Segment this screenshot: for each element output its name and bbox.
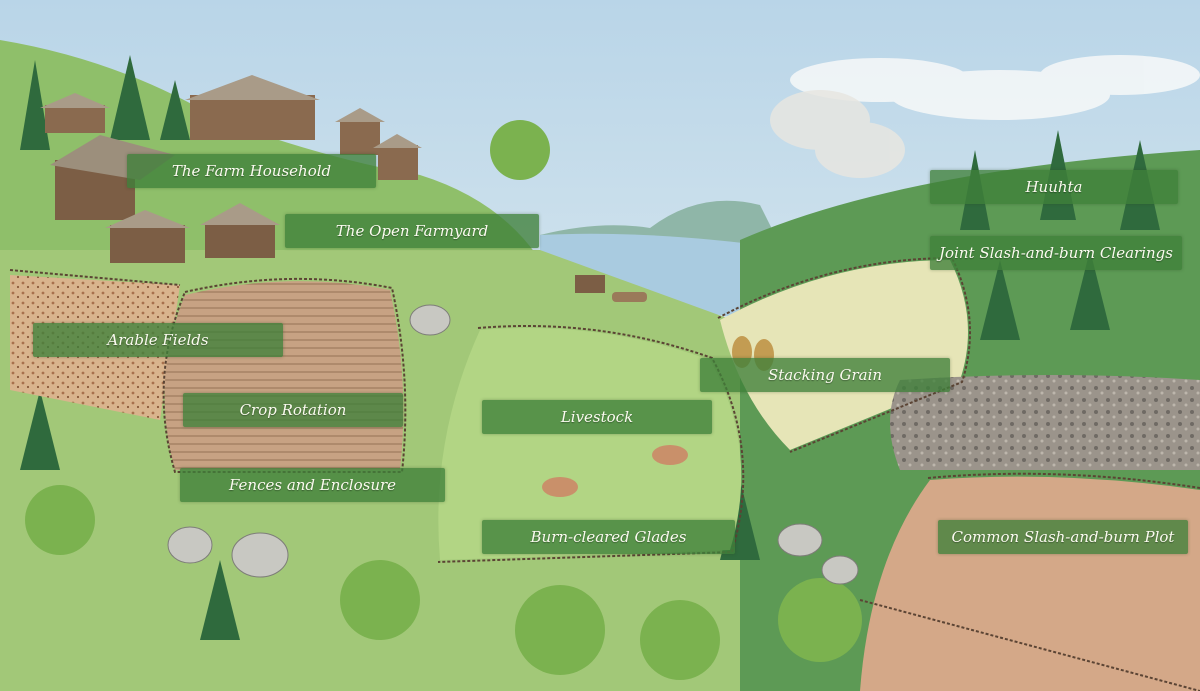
label-arable-fields: Arable Fields — [33, 323, 283, 357]
boulders — [167, 304, 859, 585]
smoke — [770, 90, 905, 178]
pasture — [438, 328, 742, 560]
label-farm-household: The Farm Household — [127, 154, 376, 188]
label-fences-enclosure: Fences and Enclosure — [180, 468, 445, 502]
rotation-field — [164, 281, 404, 470]
label-open-farmyard: The Open Farmyard — [285, 214, 539, 248]
label-common-plot: Common Slash-and-burn Plot — [938, 520, 1188, 554]
label-stacking-grain: Stacking Grain — [700, 358, 950, 392]
cows — [542, 445, 688, 497]
label-huuhta: Huuhta — [930, 170, 1178, 204]
label-joint-clearings: Joint Slash-and-burn Clearings — [930, 236, 1182, 270]
lake — [540, 233, 760, 320]
label-crop-rotation: Crop Rotation — [183, 393, 403, 427]
label-livestock: Livestock — [482, 400, 712, 434]
label-burn-cleared-glades: Burn-cleared Glades — [482, 520, 735, 554]
burnt-clearing — [890, 375, 1200, 470]
common-plot — [860, 476, 1200, 691]
grain-field — [720, 260, 968, 450]
clouds — [790, 55, 1200, 120]
